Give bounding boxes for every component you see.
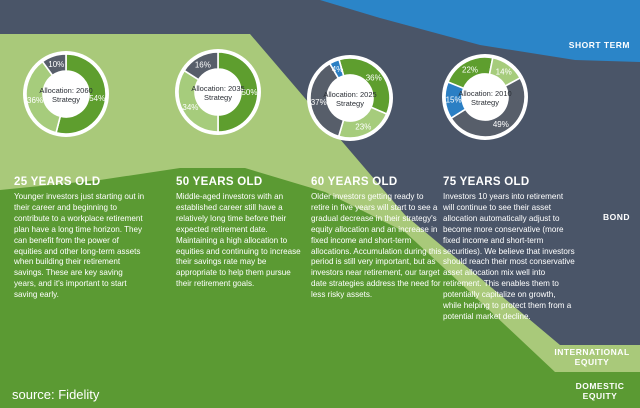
- age-heading: 75 YEARS OLD: [443, 176, 530, 188]
- band-label-short-term: SHORT TERM: [568, 40, 630, 50]
- band-label-domestic-equity: DOMESTIC EQUITY: [575, 381, 625, 401]
- band-label-international-equity: INTERNATIONAL EQUITY: [554, 347, 630, 367]
- age-description: Younger investors just starting out in t…: [14, 192, 145, 300]
- age-heading: 25 YEARS OLD: [14, 176, 101, 188]
- age-heading: 60 YEARS OLD: [311, 176, 398, 188]
- domestic-equity-band: [0, 168, 640, 408]
- source-note: source: Fidelity: [12, 387, 100, 402]
- age-description: Older investors getting ready to retire …: [311, 192, 442, 300]
- band-label-bond: BOND: [602, 212, 630, 222]
- age-description: Middle-aged investors with an establishe…: [176, 192, 301, 289]
- column-60-years: 60 YEARS OLD Older investors getting rea…: [311, 176, 443, 301]
- column-50-years: 50 YEARS OLD Middle-aged investors with …: [176, 176, 308, 290]
- age-description: Investors 10 years into retirement will …: [443, 192, 575, 321]
- age-heading: 50 YEARS OLD: [176, 176, 263, 188]
- column-25-years: 25 YEARS OLD Younger investors just star…: [14, 176, 146, 301]
- short-term-band: [320, 0, 640, 62]
- column-75-years: 75 YEARS OLD Investors 10 years into ret…: [443, 176, 575, 323]
